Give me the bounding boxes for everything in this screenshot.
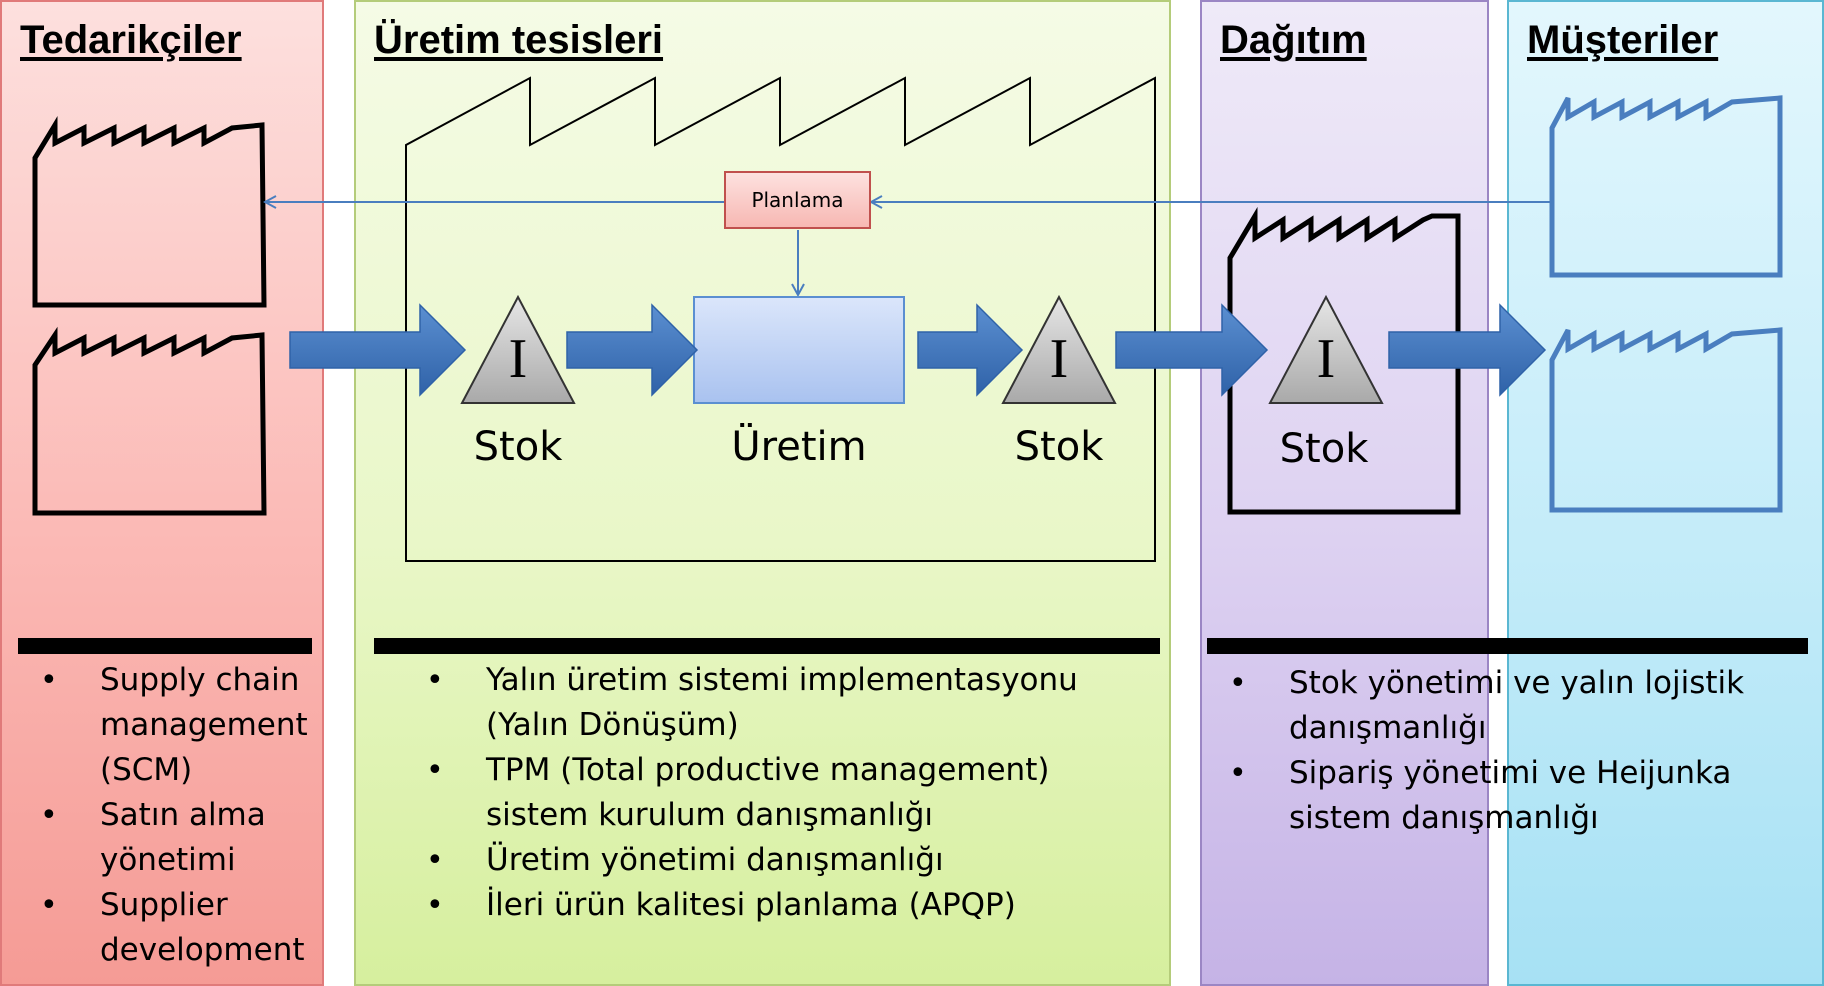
divider-bar [374,638,1160,654]
service-item: Sipariş yönetimi ve Heijunka sistem danı… [1229,751,1809,841]
divider-bar [1207,638,1808,654]
service-item: Supplier development [40,883,330,973]
stock-label: Stok [1014,424,1104,470]
service-item: Supply chain management (SCM) [40,658,330,793]
inventory-symbol: I [1050,328,1069,390]
inventory-triangle [1001,294,1117,404]
service-item: Stok yönetimi ve yalın lojistik danışman… [1229,661,1809,751]
service-item: TPM (Total productive management) sistem… [426,748,1146,838]
customer-factory-icon [1549,327,1783,513]
flow-arrow [1388,303,1547,397]
inventory-symbol: I [1317,328,1336,390]
stock-label: Stok [473,424,563,470]
supplier-services-list: Supply chain management (SCM) Satın alma… [40,658,330,973]
service-item: Üretim yönetimi danışmanlığı [426,838,1146,883]
planning-box [724,171,871,229]
production-services-list: Yalın üretim sistemi implementasyonu (Ya… [426,658,1146,928]
service-item: Satın alma yönetimi [40,793,330,883]
distribution-services-list: Stok yönetimi ve yalın lojistik danışman… [1229,661,1809,841]
flow-arrow [917,303,1024,397]
inventory-symbol: I [509,328,528,390]
distribution-title: Dağıtım [1220,18,1367,62]
production-label: Üretim [731,424,867,470]
inventory-triangle [460,294,576,404]
flow-arrow [289,303,467,397]
customer-factory-icon [1549,95,1783,278]
customers-title: Müşteriler [1527,18,1719,62]
flow-arrow [1115,303,1269,397]
planning-label: Planlama [751,188,844,212]
service-item: Yalın üretim sistemi implementasyonu (Ya… [426,658,1146,748]
supplier-factory-icon [32,116,267,308]
suppliers-title: Tedarikçiler [20,18,242,62]
divider-bar [18,638,312,654]
production-box [693,296,905,404]
production-title: Üretim tesisleri [374,18,664,62]
service-item: İleri ürün kalitesi planlama (APQP) [426,883,1146,928]
flow-arrow [566,303,699,397]
inventory-triangle [1268,294,1384,404]
stock-label: Stok [1279,426,1369,472]
supplier-factory-icon [32,326,267,516]
warehouse-icon [1227,206,1461,515]
production-factory-icon [405,76,1156,562]
